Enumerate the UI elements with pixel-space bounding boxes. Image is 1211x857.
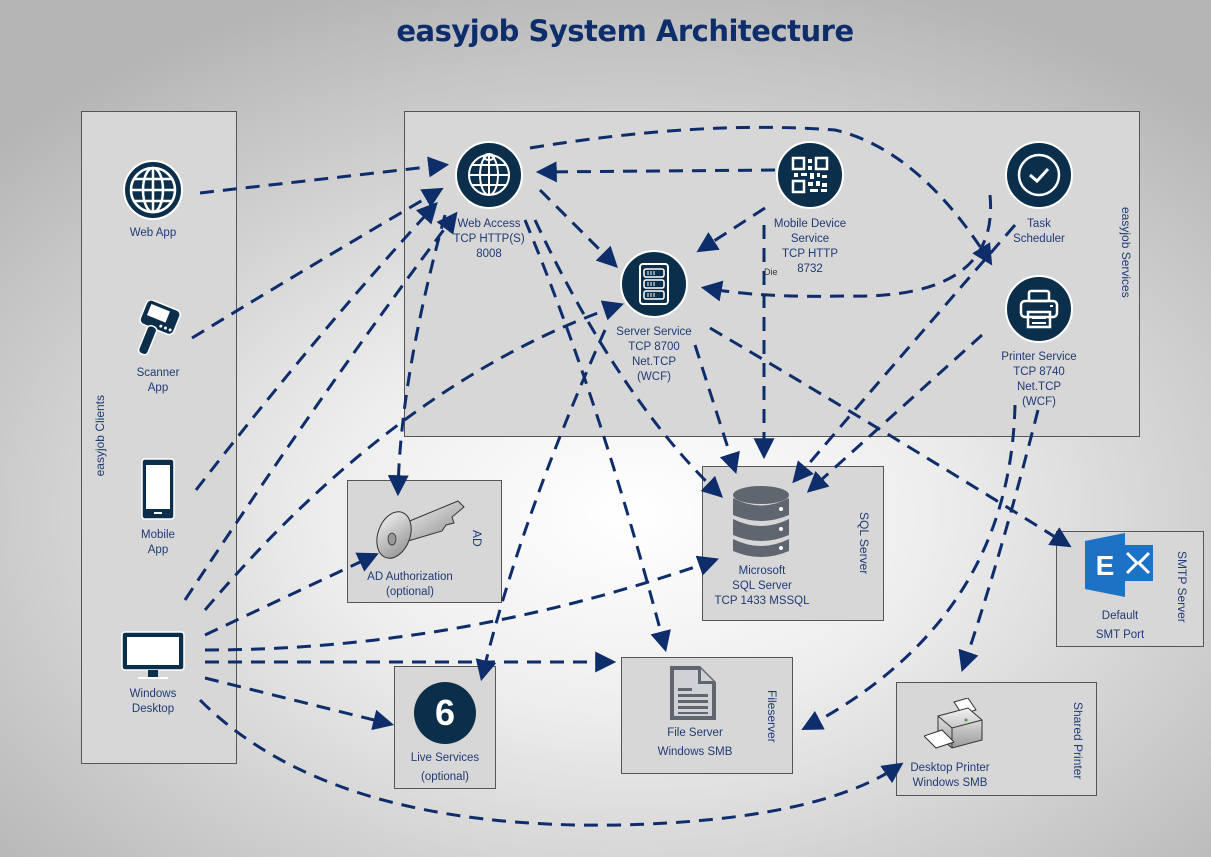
live-services-label: Live Services (optional) <box>410 752 480 783</box>
globe-icon[interactable] <box>123 160 183 220</box>
desktop-printer-label: Desktop Printer Windows SMB <box>910 762 990 789</box>
qr-code-icon[interactable] <box>776 141 844 209</box>
edge-printerservice-printer <box>958 409 1040 672</box>
clock-icon[interactable] <box>1005 141 1073 209</box>
service-label-mobile-device-service: Mobile Device Service TCP HTTP 8732 <box>773 218 847 275</box>
database-icon <box>731 485 791 565</box>
smtp-group-label: SMTP Server <box>1175 551 1189 623</box>
sql-server-label: Microsoft SQL Server TCP 1433 MSSQL <box>714 565 810 607</box>
fileserver-group-label: Fileserver <box>765 690 779 743</box>
service-label-server-service: Server Service TCP 8700 Net.TCP (WCF) <box>616 326 692 383</box>
smartphone-icon[interactable] <box>140 457 176 525</box>
service-label-task-scheduler: Task Scheduler <box>1013 218 1065 245</box>
services-group-label: easyjob Services <box>1119 207 1133 298</box>
client-label-scanner-app: Scanner App <box>136 367 180 394</box>
stray-text: Die <box>764 267 778 277</box>
printer-icon[interactable] <box>1005 275 1073 343</box>
number-six-icon: 6 <box>414 682 476 744</box>
shared-printer-group-label: Shared Printer <box>1071 702 1085 780</box>
client-label-mobile-app: Mobile App <box>141 529 175 556</box>
exchange-icon: E <box>1085 531 1157 603</box>
monitor-icon[interactable] <box>120 630 186 686</box>
service-label-printer-service: Printer Service TCP 8740 Net.TCP (WCF) <box>1001 351 1077 408</box>
desktop-printer-icon <box>923 697 986 754</box>
client-label-web-app: Web App <box>129 227 177 239</box>
key-icon <box>370 495 470 569</box>
handheld-scanner-icon[interactable] <box>133 299 185 364</box>
client-label-windows-desktop: Windows Desktop <box>129 688 177 715</box>
sql-group-label: SQL Server <box>857 512 871 575</box>
service-label-web-access: Web Access TCP HTTP(S) 8008 <box>453 218 525 260</box>
server-rack-icon[interactable] <box>620 250 688 318</box>
edge-desktop-printer <box>198 698 904 827</box>
live-services-number: 6 <box>434 692 456 733</box>
ad-authorization-label: AD Authorization (optional) <box>367 571 453 598</box>
document-icon <box>668 664 718 726</box>
globe-icon[interactable] <box>455 141 523 209</box>
clients-group-label: easyjob Clients <box>93 395 107 477</box>
ad-group-label: AD <box>470 530 484 547</box>
exchange-letter: E <box>1096 550 1115 581</box>
diagram-title: easyjob System Architecture <box>396 14 854 48</box>
smtp-label: Default SMT Port <box>1095 610 1145 641</box>
file-server-label: File Server Windows SMB <box>657 727 733 758</box>
